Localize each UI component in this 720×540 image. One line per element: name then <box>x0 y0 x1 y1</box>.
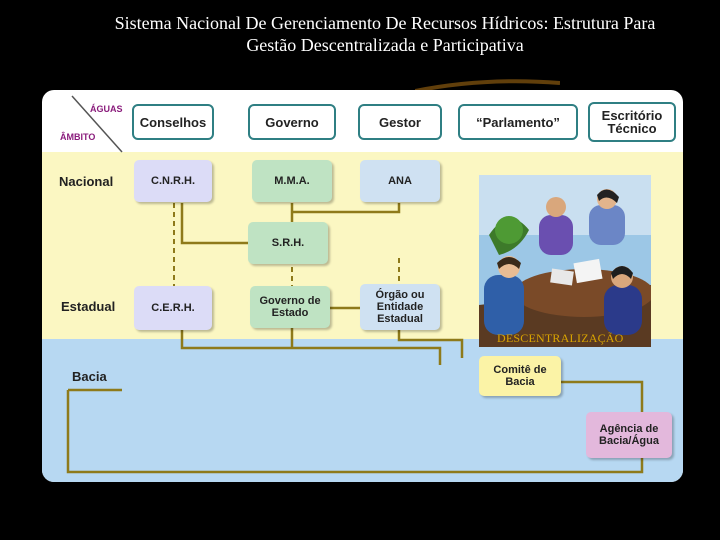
row-label-estadual: Estadual <box>61 299 116 314</box>
title-line-2: Gestão Descentralizada e Participativa <box>246 35 524 55</box>
slide-title: Sistema Nacional De Gerenciamento De Rec… <box>60 12 710 56</box>
box-cerh: C.E.R.H. <box>134 286 212 330</box>
row-label-bacia: Bacia <box>72 369 107 384</box>
structure-diagram: ÁGUAS ÂMBITO Conselhos Governo Gestor “P… <box>42 90 683 482</box>
header-conselhos: Conselhos <box>132 104 214 140</box>
decorative-swoosh <box>415 79 560 93</box>
box-comite-bacia: Comitê de Bacia <box>479 356 561 396</box>
box-srh: S.R.H. <box>248 222 328 264</box>
header-escritorio-tecnico: Escritório Técnico <box>588 102 676 142</box>
header-governo: Governo <box>248 104 336 140</box>
box-ana: ANA <box>360 160 440 202</box>
box-mma: M.M.A. <box>252 160 332 202</box>
decentralization-caption: DESCENTRALIZAÇÃO <box>497 331 624 345</box>
box-cnrh: C.N.R.H. <box>134 160 212 202</box>
header-gestor: Gestor <box>358 104 442 140</box>
scope-axis-label: ÂMBITO <box>60 132 96 142</box>
box-orgao-estadual: Órgão ou Entidade Estadual <box>360 284 440 330</box>
waters-axis-label: ÁGUAS <box>90 104 123 114</box>
header-parlamento: “Parlamento” <box>458 104 578 140</box>
row-label-nacional: Nacional <box>59 174 114 189</box>
box-agencia-bacia: Agência de Bacia/Água <box>586 412 672 458</box>
box-governo-estado: Governo de Estado <box>250 286 330 328</box>
title-line-1: Sistema Nacional De Gerenciamento De Rec… <box>114 13 656 33</box>
meeting-illustration <box>479 175 651 347</box>
basin-band <box>42 339 683 482</box>
